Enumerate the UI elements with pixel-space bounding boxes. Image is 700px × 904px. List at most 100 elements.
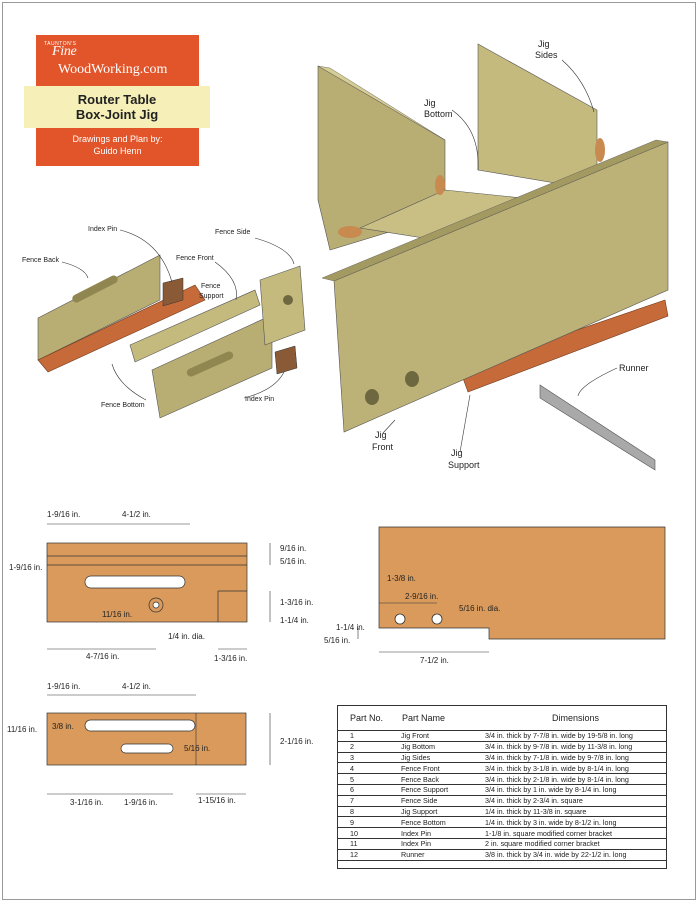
index-pin-bottom-part xyxy=(274,345,298,375)
part-dimensions: 3/4 in. thick by 3-1/8 in. wide by 8-1/4… xyxy=(485,762,666,775)
label-fence-bottom: Fence Bottom xyxy=(101,402,145,409)
title-line-1: Router Table xyxy=(77,92,157,107)
label-jig-front-1: Jig xyxy=(375,430,387,440)
part-name: Index Pin xyxy=(401,838,485,850)
side-hole-bottom xyxy=(338,226,362,238)
fence-back-slot xyxy=(72,275,118,303)
side-hole-right xyxy=(595,138,605,162)
part-name: Jig Support xyxy=(401,806,485,818)
dim-3: 9/16 in. xyxy=(280,544,306,553)
label-fence-side: Fence Side xyxy=(215,229,251,236)
label-index-pin-bottom: Index Pin xyxy=(245,396,274,403)
dim-7: 11/16 in. xyxy=(102,610,132,619)
jig-front-plan xyxy=(378,526,666,640)
credit-line-1: Drawings and Plan by: xyxy=(72,134,163,144)
fence-back-part xyxy=(37,254,161,361)
part-dimensions: 3/4 in. thick by 1 in. wide by 8-1/4 in.… xyxy=(485,784,666,796)
part-dimensions: 3/4 in. thick by 7-7/8 in. wide by 19-5/… xyxy=(485,730,666,742)
dim-4: 5/16 in. xyxy=(280,557,306,566)
fence-front-plan-slot xyxy=(84,575,186,589)
jig-front-plan-hole-2 xyxy=(431,613,443,625)
part-dimensions: 2 in. square modified corner bracket xyxy=(485,838,666,850)
part-name: Fence Front xyxy=(401,762,485,775)
part-number: 8 xyxy=(338,806,401,818)
jig-side-left-top xyxy=(317,65,446,141)
part-name: Jig Sides xyxy=(401,752,485,764)
dim-22: 2-9/16 in. xyxy=(405,592,438,601)
brand-line-2: WoodWorking.com xyxy=(58,62,168,77)
front-hole-1 xyxy=(365,389,379,405)
label-jig-bottom-1: Jig xyxy=(424,98,436,108)
part-name: Runner xyxy=(401,849,485,861)
label-fence-back: Fence Back xyxy=(22,257,59,264)
fence-side-hole xyxy=(283,295,293,305)
dim-2: 4-1/2 in. xyxy=(122,510,151,519)
fence-back-dimension-lines xyxy=(47,694,271,795)
dim-24: 1-1/4 in. xyxy=(336,623,365,632)
header-dimensions: Dimensions xyxy=(485,706,666,731)
dim-5: 1-9/16 in. xyxy=(9,563,42,572)
dim-1: 1-9/16 in. xyxy=(47,510,80,519)
dim-23: 5/16 in. dia. xyxy=(459,604,500,613)
part-number: 9 xyxy=(338,816,401,829)
label-jig-bottom-2: Bottom xyxy=(424,109,453,119)
label-jig-sides-1: Jig xyxy=(538,39,550,49)
fence-back-plan-slot-short xyxy=(120,743,174,754)
part-name: Jig Front xyxy=(401,730,485,742)
label-fence-support-2: Support xyxy=(199,293,224,300)
part-dimensions: 3/4 in. thick by 7-1/8 in. wide by 9-7/8… xyxy=(485,752,666,764)
header-part-no: Part No. xyxy=(338,706,401,731)
brand-line-1: Fine xyxy=(52,44,77,59)
fence-back-plan-slot-long xyxy=(84,719,196,732)
part-number: 5 xyxy=(338,773,401,785)
part-number: 3 xyxy=(338,752,401,764)
dim-14: 3/8 in. xyxy=(52,722,74,731)
jig-support-part xyxy=(459,299,669,393)
dim-21: 1-3/8 in. xyxy=(387,574,416,583)
dim-19: 1-9/16 in. xyxy=(124,798,157,807)
parts-table-header-row: Part No. Part Name Dimensions xyxy=(338,706,666,731)
credit: Drawings and Plan by: Guido Henn xyxy=(36,133,199,157)
part-name: Fence Back xyxy=(401,773,485,785)
publisher-label: TAUNTON'S xyxy=(44,41,77,47)
dim-17: 2-1/16 in. xyxy=(280,737,313,746)
jig-front-dimension-lines xyxy=(357,602,489,653)
part-number: 6 xyxy=(338,784,401,796)
label-index-pin-top: Index Pin xyxy=(88,226,117,233)
dim-15: 11/16 in. xyxy=(7,725,37,734)
dim-18: 3-1/16 in. xyxy=(70,798,103,807)
part-number: 1 xyxy=(338,730,401,742)
dim-10: 4-7/16 in. xyxy=(86,652,119,661)
dim-6: 1-3/16 in. xyxy=(280,598,313,607)
callout-leaders xyxy=(61,59,618,453)
dim-20: 1-15/16 in. xyxy=(198,796,236,805)
part-dimensions: 3/4 in. thick by 2-1/8 in. wide by 8-1/4… xyxy=(485,773,666,785)
fence-bottom-part xyxy=(37,284,206,373)
part-dimensions: 1/4 in. thick by 3 in. wide by 8-1/2 in.… xyxy=(485,816,666,829)
part-dimensions: 3/4 in. thick by 9-7/8 in. wide by 11-3/… xyxy=(485,741,666,753)
part-name: Fence Bottom xyxy=(401,816,485,829)
fence-side-part xyxy=(259,265,306,346)
part-number: 11 xyxy=(338,838,401,850)
front-hole-2 xyxy=(405,371,419,387)
fence-front-slot xyxy=(186,351,234,377)
part-number: 7 xyxy=(338,795,401,807)
label-jig-support-1: Jig xyxy=(451,448,463,458)
part-number: 2 xyxy=(338,741,401,753)
dim-9: 1/4 in. dia. xyxy=(168,632,205,641)
jig-front-top-edge xyxy=(321,139,669,282)
part-number: 4 xyxy=(338,762,401,775)
runner-part xyxy=(539,384,656,471)
title-line-2: Box-Joint Jig xyxy=(75,107,159,122)
